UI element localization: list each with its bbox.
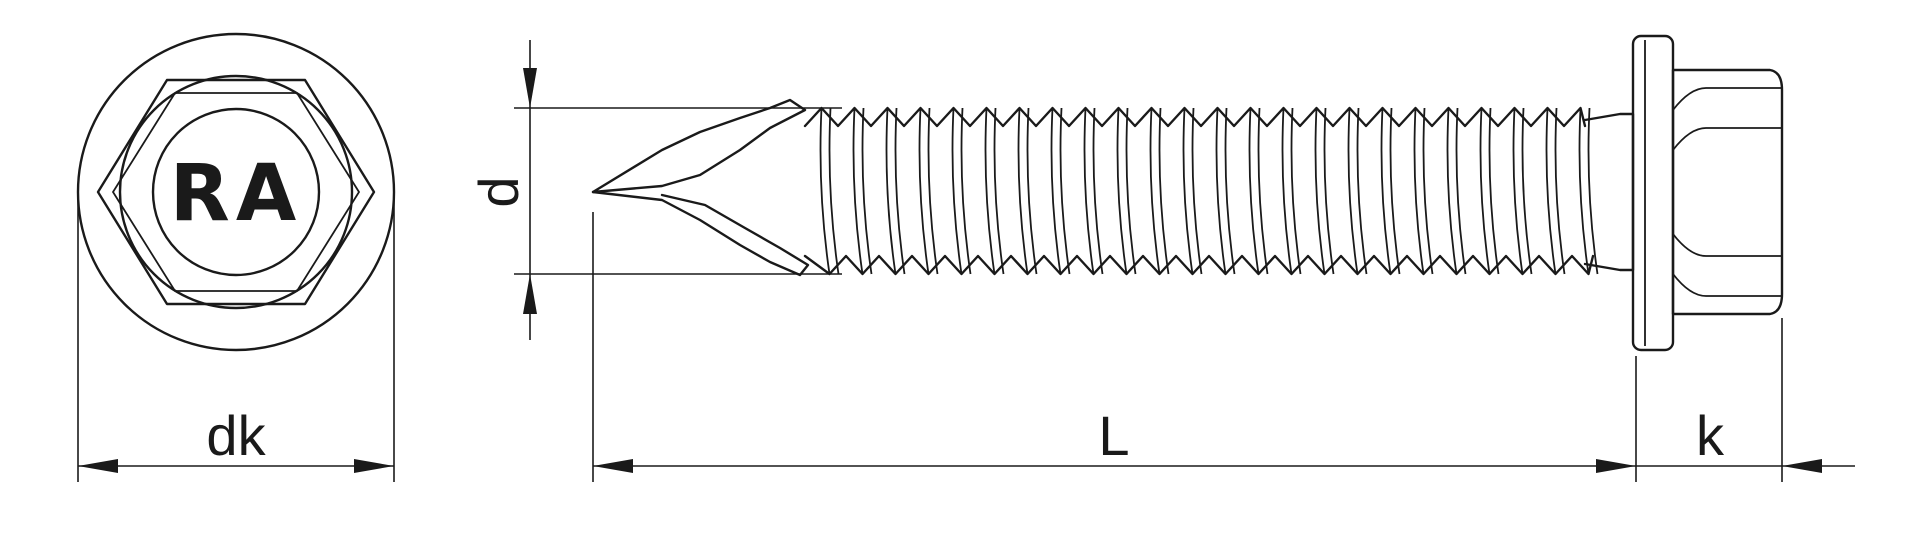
label-dk: dk — [206, 404, 266, 467]
thread-flank — [1488, 107, 1500, 275]
thread-flank — [1578, 107, 1590, 275]
dimension-dk: dk — [77, 192, 395, 482]
thread-flank — [993, 107, 1005, 275]
thread-flank — [852, 107, 864, 275]
thread-flank — [1059, 107, 1071, 275]
thread-flank — [927, 107, 939, 275]
thread-lower-profile — [803, 254, 1595, 276]
thread-flank — [819, 107, 831, 275]
label-L: L — [1098, 404, 1129, 467]
thread-flank — [1116, 107, 1128, 275]
thread-flank — [1314, 107, 1326, 275]
label-k: k — [1696, 404, 1725, 467]
thread-flank — [1413, 107, 1425, 275]
screw-side-view — [591, 34, 1784, 352]
thread-flank — [1017, 107, 1029, 275]
thread-flanks — [819, 107, 1599, 275]
thread-flank — [960, 107, 972, 275]
thread-flank — [1050, 107, 1062, 275]
thread-flank — [1479, 107, 1491, 275]
thread-flank — [1125, 107, 1137, 275]
thread-flank — [1290, 107, 1302, 275]
thread-flank — [984, 107, 996, 275]
thread-flank — [1323, 107, 1335, 275]
hex-head-side — [1671, 68, 1784, 316]
thread-flank — [1248, 107, 1260, 275]
thread-flank — [1455, 107, 1467, 275]
dimension-L: L — [592, 212, 1637, 482]
label-d: d — [467, 176, 530, 207]
thread-flank — [1215, 107, 1227, 275]
thread-flank — [1545, 107, 1557, 275]
washer-flange-side — [1631, 34, 1675, 352]
thread-flank — [861, 107, 873, 275]
thread-flank — [1149, 107, 1161, 275]
thread-flank — [1422, 107, 1434, 275]
thread-flank — [1281, 107, 1293, 275]
thread-flank — [1347, 107, 1359, 275]
thread-flank — [1356, 107, 1368, 275]
hex-head-outer — [96, 78, 376, 306]
thread-flank — [1554, 107, 1566, 275]
thread-flank — [1083, 107, 1095, 275]
thread-flank — [918, 107, 930, 275]
thread-flank — [1191, 107, 1203, 275]
thread-flank — [894, 107, 906, 275]
thread-flank — [1389, 107, 1401, 275]
head-marking-boss — [151, 107, 321, 277]
thread-flank — [1158, 107, 1170, 275]
thread-flank — [951, 107, 963, 275]
thread-flank — [885, 107, 897, 275]
screw-tip — [591, 98, 807, 194]
thread-flank — [1380, 107, 1392, 275]
thread-flank — [1521, 107, 1533, 275]
thread-flank — [1446, 107, 1458, 275]
thread-flank — [1512, 107, 1524, 275]
dimension-k: k — [1636, 318, 1855, 482]
shank-neck — [1583, 112, 1635, 272]
thread-flank — [1182, 107, 1194, 275]
thread-flank — [1587, 107, 1599, 275]
thread-flank — [1224, 107, 1236, 275]
dimension-d: d — [467, 40, 842, 340]
thread-flank — [1026, 107, 1038, 275]
thread-upper-profile — [803, 106, 1587, 128]
thread-flank — [1092, 107, 1104, 275]
head-marking-text: RA — [170, 149, 302, 239]
screw-tip-lower — [591, 190, 810, 277]
thread-flank — [1257, 107, 1269, 275]
thread-flank — [828, 107, 840, 275]
head-top-circle-outer — [118, 74, 354, 310]
head-top-view: RA — [76, 32, 396, 352]
